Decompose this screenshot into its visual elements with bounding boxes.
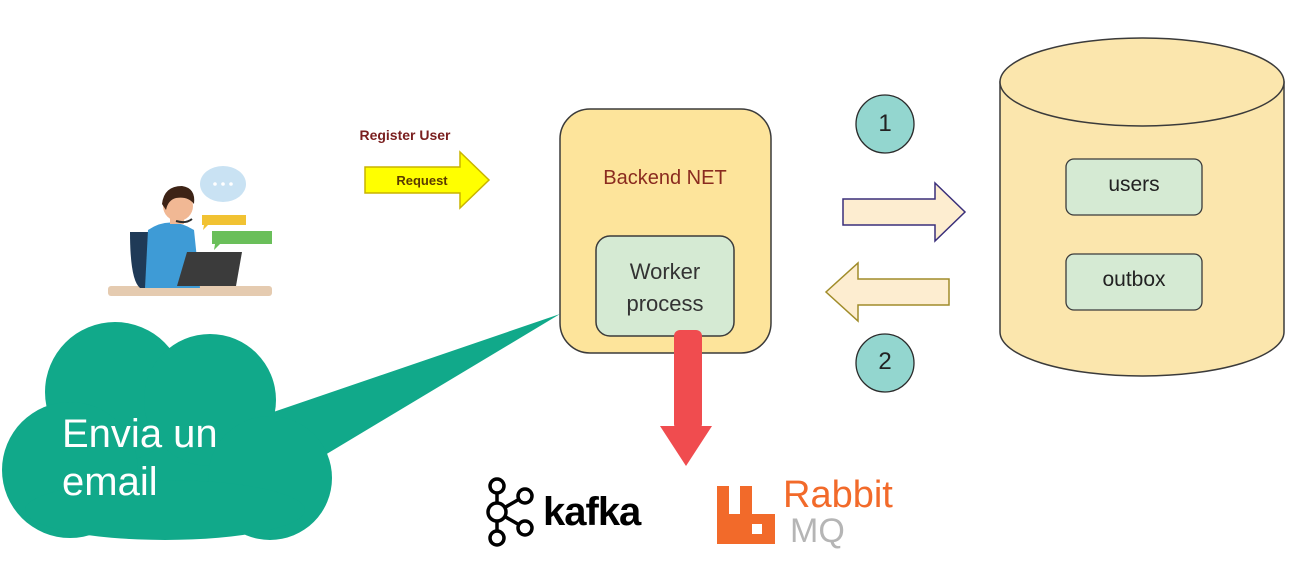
publish-arrow [660,330,712,466]
step-1-label: 1 [878,110,892,137]
rabbit-label: Rabbit [783,474,893,516]
users-table-label: users [1108,173,1160,196]
step-1-circle [855,94,915,154]
outbox-table-label: outbox [1102,268,1166,291]
backend-title: Backend NET [603,167,727,189]
kafka-label: kafka [543,490,641,534]
register-user-label: Register User [359,127,451,143]
write-arrow [842,181,967,243]
users-table-box [1065,158,1203,216]
request-label: Request [396,173,448,188]
request-arrow [364,150,491,210]
step-2-label: 2 [878,348,892,375]
worker-process-box [595,235,735,337]
user-illustration [108,166,272,296]
step-2-circle [855,333,915,393]
callout-cloud [2,314,560,540]
outbox-table-box [1065,253,1203,311]
worker-process-label: Worker process [626,259,704,316]
mq-label: MQ [790,512,845,550]
kafka-logo [486,477,534,547]
callout-text: Envia un email [62,412,218,504]
read-arrow [824,261,950,323]
rabbitmq-logo [717,486,775,544]
